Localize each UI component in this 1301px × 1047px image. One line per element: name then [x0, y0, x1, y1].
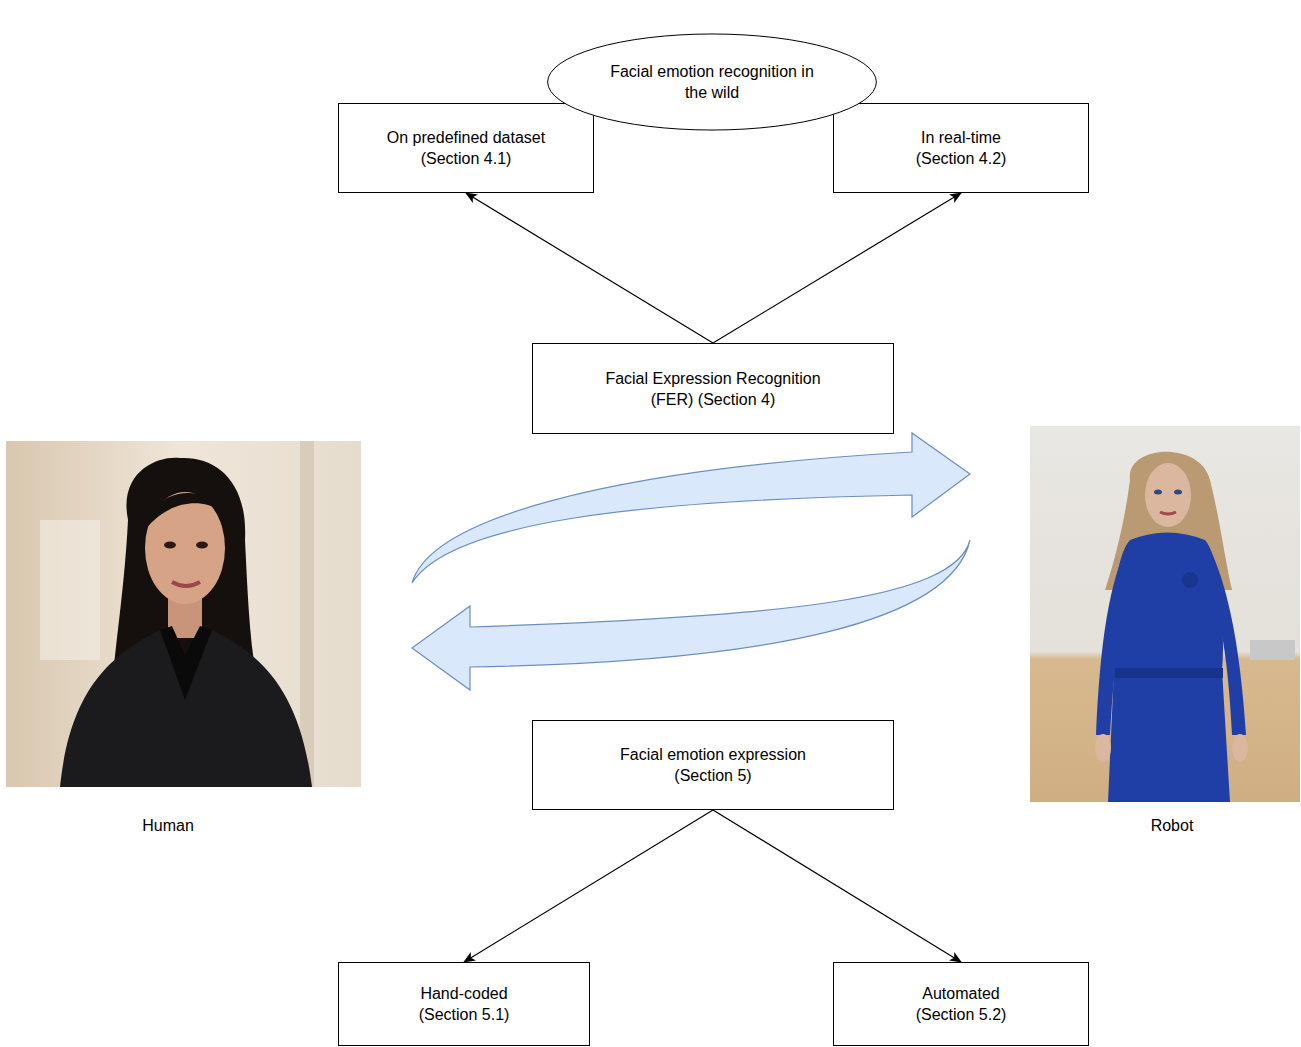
- process-box: Automated (Section 5.2): [833, 962, 1089, 1046]
- node-text: On predefined dataset (Section 4.1): [366, 127, 566, 169]
- connector-arrow: [713, 193, 961, 343]
- human-photo: [6, 441, 361, 787]
- connector-arrow: [466, 193, 713, 343]
- ellipse-node: Facial emotion recognition in the wild: [546, 33, 878, 131]
- process-box: Facial emotion expression (Section 5): [532, 720, 894, 810]
- figure-label: Robot: [1151, 816, 1194, 836]
- process-box: On predefined dataset (Section 4.1): [338, 103, 594, 193]
- ellipse-outline: [546, 33, 878, 131]
- node-text: Hand-coded (Section 5.1): [404, 983, 524, 1025]
- node-text: Automated (Section 5.2): [901, 983, 1021, 1025]
- node-text: Facial emotion expression (Section 5): [606, 744, 821, 786]
- figure-label: Human: [142, 816, 194, 836]
- node-text: In real-time (Section 4.2): [896, 127, 1026, 169]
- node-text: Facial emotion recognition in the wild: [607, 61, 817, 103]
- curved-arrow: [412, 540, 970, 690]
- process-box: Facial Expression Recognition (FER) (Sec…: [532, 343, 894, 434]
- connector-arrow: [713, 810, 961, 962]
- node-text: Facial Expression Recognition (FER) (Sec…: [596, 368, 831, 410]
- connector-arrow: [464, 810, 713, 962]
- process-box: In real-time (Section 4.2): [833, 103, 1089, 193]
- curved-arrow: [412, 433, 970, 583]
- process-box: Hand-coded (Section 5.1): [338, 962, 590, 1046]
- robot-photo: [1030, 426, 1300, 802]
